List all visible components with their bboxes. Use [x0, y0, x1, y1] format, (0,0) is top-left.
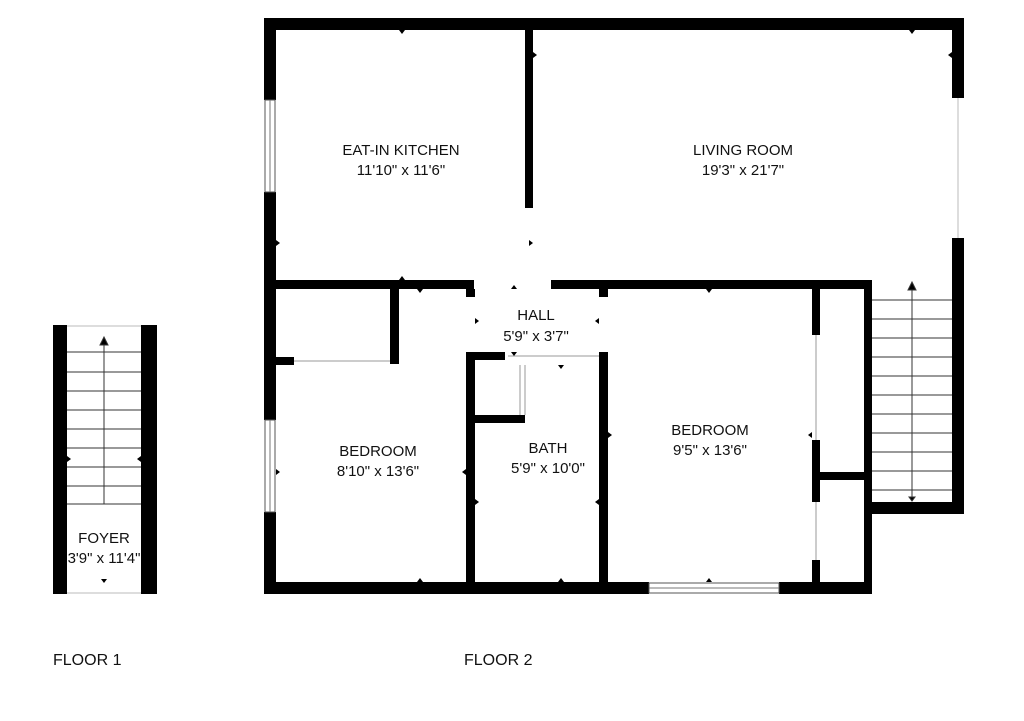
room-name-living-room: LIVING ROOM — [693, 142, 793, 159]
room-name-bedroom-1: BEDROOM — [339, 443, 417, 460]
room-name-kitchen: EAT-IN KITCHEN — [342, 142, 459, 159]
north-wall — [264, 18, 964, 30]
room-name-foyer: FOYER — [78, 530, 130, 547]
floor-2-caption: FLOOR 2 — [464, 652, 533, 669]
room-dims-hall: 5'9" x 3'7" — [503, 328, 569, 345]
floor-1-plan: FOYER 3'9" x 11'4" — [53, 325, 157, 594]
room-dims-kitchen: 11'10" x 11'6" — [357, 162, 445, 179]
kitchen-living-wall — [525, 30, 533, 208]
room-dims-bedroom-1: 8'10" x 13'6" — [337, 463, 419, 480]
foyer-right-wall — [141, 325, 157, 594]
south-wall — [264, 582, 649, 594]
floor-2-plan: EAT-IN KITCHEN 11'10" x 11'6" LIVING ROO… — [264, 18, 964, 594]
room-dims-bedroom-2: 9'5" x 13'6" — [673, 442, 747, 459]
room-dims-bath: 5'9" x 10'0" — [511, 460, 585, 477]
room-dims-foyer: 3'9" x 11'4" — [68, 550, 141, 567]
floor-1-caption: FLOOR 1 — [53, 652, 122, 669]
foyer-stairs — [67, 335, 141, 505]
floor-2-stairs — [872, 280, 952, 502]
room-dims-living-room: 19'3" x 21'7" — [702, 162, 784, 179]
dimension-markers — [276, 30, 952, 582]
room-name-bath: BATH — [529, 440, 568, 457]
foyer-left-wall — [53, 325, 67, 594]
room-name-bedroom-2: BEDROOM — [671, 422, 749, 439]
room-name-hall: HALL — [517, 307, 555, 324]
